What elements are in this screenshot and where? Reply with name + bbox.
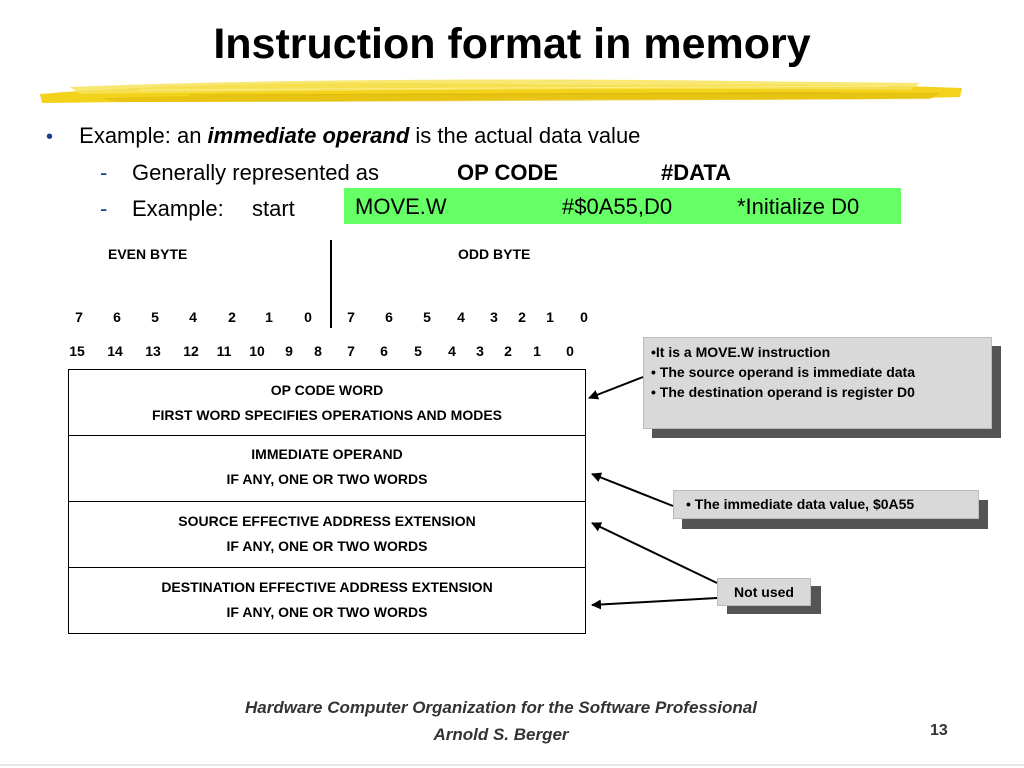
arrow-to-immediate-operand	[591, 472, 674, 507]
word-bit-number: 8	[314, 343, 322, 359]
box-subtitle: IF ANY, ONE OR TWO WORDS	[226, 538, 428, 554]
bullet-emphasis: immediate operand	[207, 123, 410, 148]
byte-bit-number: 0	[304, 309, 312, 325]
word-bit-number: 10	[249, 343, 265, 359]
word-bit-number: 2	[504, 343, 512, 359]
byte-bit-number: 1	[265, 309, 273, 325]
bullet-marker: •	[46, 126, 54, 148]
word-bit-number: 9	[285, 343, 293, 359]
odd-byte-label: ODD BYTE	[458, 246, 531, 262]
word-bit-number: 5	[414, 343, 422, 359]
byte-bit-number: 3	[490, 309, 498, 325]
immediate-operand-box: IMMEDIATE OPERAND IF ANY, ONE OR TWO WOR…	[68, 435, 586, 502]
bottom-divider	[0, 764, 1024, 766]
code-instruction: MOVE.W	[355, 194, 447, 219]
box-title: OP CODE WORD	[270, 382, 384, 398]
box-subtitle: FIRST WORD SPECIFIES OPERATIONS AND MODE…	[151, 407, 503, 423]
callout-move-instruction: •It is a MOVE.W instruction • The source…	[643, 337, 992, 429]
byte-bit-number: 6	[385, 309, 393, 325]
data-label: #DATA	[661, 160, 732, 185]
opcode-word-box: OP CODE WORD FIRST WORD SPECIFIES OPERAT…	[68, 369, 586, 436]
footer-author: Arnold S. Berger	[433, 725, 569, 744]
sub-bullet-dash: -	[100, 196, 108, 221]
bullet-suffix: is the actual data value	[409, 123, 641, 148]
example-label: Example:	[132, 196, 224, 221]
byte-bit-number: 7	[347, 309, 355, 325]
callout-not-used: Not used	[717, 578, 811, 606]
word-bit-number: 12	[183, 343, 199, 359]
sub-bullet-dash: -	[100, 160, 108, 185]
box-subtitle: IF ANY, ONE OR TWO WORDS	[226, 471, 428, 487]
opcode-label: OP CODE	[457, 160, 559, 185]
word-bit-number: 3	[476, 343, 484, 359]
word-bit-number: 4	[448, 343, 456, 359]
byte-bit-number: 7	[75, 309, 83, 325]
code-operand: #$0A55,D0	[562, 194, 673, 219]
byte-bit-number: 0	[580, 309, 588, 325]
box-title: SOURCE EFFECTIVE ADDRESS EXTENSION	[178, 513, 476, 529]
word-bit-number: 1	[533, 343, 541, 359]
bullet-prefix: Example: an	[79, 123, 208, 148]
footer-book-title: Hardware Computer Organization for the S…	[245, 698, 757, 717]
arrow-to-opcode-word	[588, 376, 644, 400]
arrow-to-source-extension	[591, 522, 718, 584]
word-bit-number: 6	[380, 343, 388, 359]
byte-bit-number: 4	[189, 309, 197, 325]
destination-extension-box: DESTINATION EFFECTIVE ADDRESS EXTENSION …	[68, 567, 586, 634]
byte-bit-number: 5	[151, 309, 159, 325]
word-bit-number: 11	[216, 343, 232, 359]
word-bit-number: 14	[107, 343, 123, 359]
slide-title: Instruction format in memory	[213, 20, 811, 68]
page-number: 13	[930, 722, 948, 739]
callout-line: •It is a MOVE.W instruction	[651, 344, 831, 360]
even-byte-label: EVEN BYTE	[108, 246, 188, 262]
word-bit-number: 15	[69, 343, 85, 359]
code-example-highlight: MOVE.W #$0A55,D0 *Initialize D0	[344, 188, 901, 224]
arrow-to-destination-extension	[591, 597, 718, 610]
bullet-immediate-operand: • Example: an immediate operand is the a…	[46, 123, 640, 149]
callout-line: • The source operand is immediate data	[651, 364, 915, 380]
code-comment: *Initialize D0	[737, 194, 860, 219]
box-title: IMMEDIATE OPERAND	[251, 446, 403, 462]
word-bit-number: 13	[145, 343, 161, 359]
title-underline-brush	[40, 79, 962, 103]
byte-bit-number: 2	[228, 309, 236, 325]
byte-bit-number: 2	[518, 309, 526, 325]
byte-divider-line	[330, 240, 332, 328]
box-subtitle: IF ANY, ONE OR TWO WORDS	[226, 604, 428, 620]
box-title: DESTINATION EFFECTIVE ADDRESS EXTENSION	[161, 579, 493, 595]
callout-line: • The destination operand is register D0	[651, 384, 915, 400]
start-label: start	[252, 196, 295, 221]
word-bit-number: 7	[347, 343, 355, 359]
byte-bit-number: 5	[423, 309, 431, 325]
byte-bit-number: 6	[113, 309, 121, 325]
word-bit-number: 0	[566, 343, 574, 359]
byte-bit-number: 4	[457, 309, 465, 325]
callout-immediate-value: • The immediate data value, $0A55	[673, 490, 979, 519]
sub-bullet-represented: Generally represented as	[132, 160, 380, 185]
byte-bit-number: 1	[546, 309, 554, 325]
